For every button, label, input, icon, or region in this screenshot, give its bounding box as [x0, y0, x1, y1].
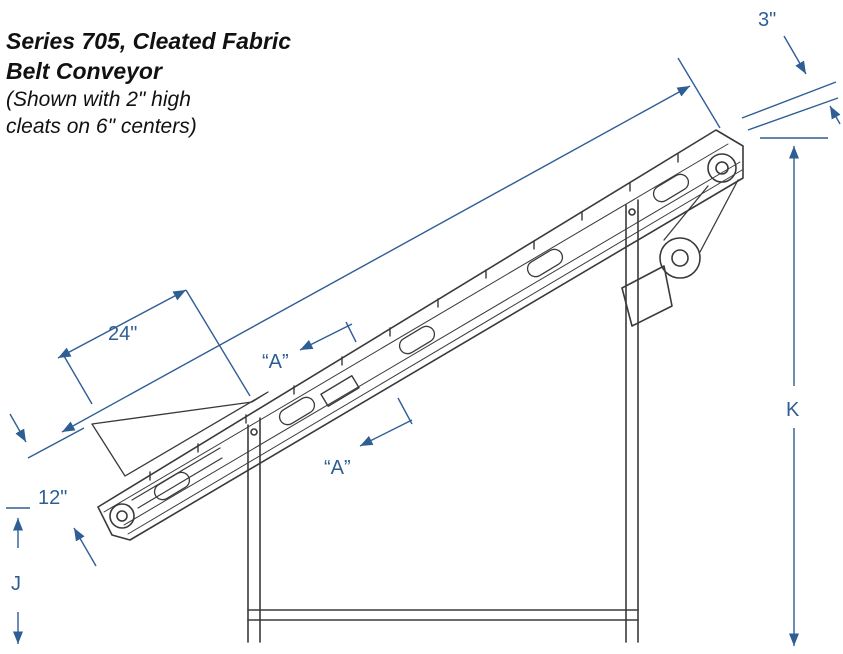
- dim-a-lower-label: “A”: [324, 457, 351, 479]
- tail-pulley: [109, 447, 223, 529]
- head-pulley: [707, 153, 737, 183]
- hopper: [91, 391, 269, 477]
- title-line-2: Belt Conveyor: [6, 58, 162, 84]
- dim-j-label: J: [11, 573, 21, 595]
- belt-cleats: [149, 153, 679, 481]
- dim-12in-label: 12": [38, 487, 67, 509]
- dim-3in-label: 3": [758, 9, 776, 31]
- dim-24in-label: 24": [108, 323, 137, 345]
- dim-k-label: K: [786, 399, 800, 421]
- dim-a-upper-label: “A”: [262, 351, 289, 373]
- drive-motor: [621, 179, 739, 327]
- frame-slots: [153, 173, 690, 501]
- title-line-1: Series 705, Cleated Fabric: [6, 28, 292, 54]
- conveyor-frame: [97, 129, 744, 541]
- overall-length-line: [61, 85, 691, 433]
